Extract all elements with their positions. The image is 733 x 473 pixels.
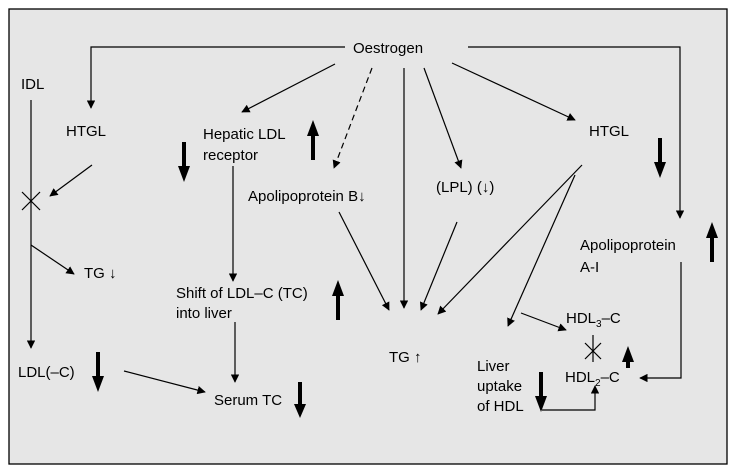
label-shift-line1: Shift of LDL–C (TC) (176, 285, 308, 302)
label-hepatic-ldl-line2: receptor (203, 147, 258, 164)
label-liver-line2: uptake (477, 378, 522, 395)
bold-up-arrow-icon (706, 222, 718, 262)
bold-down-arrow-icon (294, 382, 306, 418)
label-liver-line1: Liver (477, 358, 510, 375)
label-tg-down: TG ↓ (84, 265, 117, 282)
label-ldl: LDL(–C) (18, 364, 75, 381)
arrow-oestrogen-to-lpl (423, 67, 463, 169)
change-indicators (92, 120, 718, 418)
hdl3-text: HDL (566, 310, 596, 327)
label-apoa-line1: Apolipoprotein (580, 237, 676, 254)
bold-up-arrow-icon (622, 346, 634, 368)
hdl2-subscript: 2 (595, 378, 601, 389)
arrow-oestrogen-to-htgl-right (451, 62, 576, 121)
label-liver-line3: of HDL (477, 398, 524, 415)
cross-mark-icon (21, 191, 41, 211)
cross-mark-icon (584, 342, 602, 360)
label-htgl-right: HTGL (589, 123, 629, 140)
bold-down-arrow-icon (92, 352, 104, 392)
arrow-oestrogen-to-apob (332, 67, 373, 169)
arrow-oestrogen-to-apoa (468, 46, 685, 219)
label-lpl: (LPL) (↓) (436, 179, 494, 196)
diagram-panel (8, 8, 728, 465)
arrow-liver-to-hdl2 (542, 385, 600, 411)
bold-down-arrow-icon (654, 138, 666, 178)
hdl2-suffix: –C (601, 369, 620, 386)
label-hepatic-ldl-line1: Hepatic LDL (203, 126, 286, 143)
arrow-ldl-to-serum-tc (123, 370, 206, 395)
label-hdl3: HDL3–C (566, 310, 621, 330)
arrow-to-hdl3 (520, 312, 567, 332)
label-tg-up: TG ↑ (389, 349, 422, 366)
arrow-apob-to-tg-up (338, 211, 390, 311)
arrow-idl-to-tg-down (30, 244, 75, 275)
bold-down-arrow-icon (535, 372, 547, 412)
blocked-crosses (21, 191, 602, 360)
arrow-oestrogen-to-htgl-left (86, 46, 345, 109)
label-htgl-left: HTGL (66, 123, 106, 140)
bold-up-arrow-icon (307, 120, 319, 160)
arrow-lpl-to-tg-up (419, 221, 458, 311)
hdl2-text: HDL (565, 369, 595, 386)
bold-down-arrow-icon (178, 142, 190, 182)
arrow-htgl-right-to-liver (507, 174, 576, 327)
hdl3-suffix: –C (602, 310, 621, 327)
hdl3-subscript: 3 (596, 319, 602, 330)
label-oestrogen: Oestrogen (353, 40, 423, 57)
label-hdl2: HDL2–C (565, 369, 620, 389)
label-idl: IDL (21, 76, 44, 93)
label-apolipoprotein-b: Apolipoprotein B↓ (248, 188, 366, 205)
arrow-htgl-left-to-idl (49, 164, 93, 197)
label-apoa-line2: A-I (580, 259, 599, 276)
label-serum-tc: Serum TC (214, 392, 282, 409)
arrow-oestrogen-to-hepatic-ldl (241, 63, 336, 113)
bold-up-arrow-icon (332, 280, 344, 320)
connectors (26, 46, 685, 411)
label-shift-line2: into liver (176, 305, 232, 322)
arrow-apoa-to-hdl2 (639, 262, 682, 383)
arrow-htgl-right-to-tg-up (437, 164, 583, 315)
